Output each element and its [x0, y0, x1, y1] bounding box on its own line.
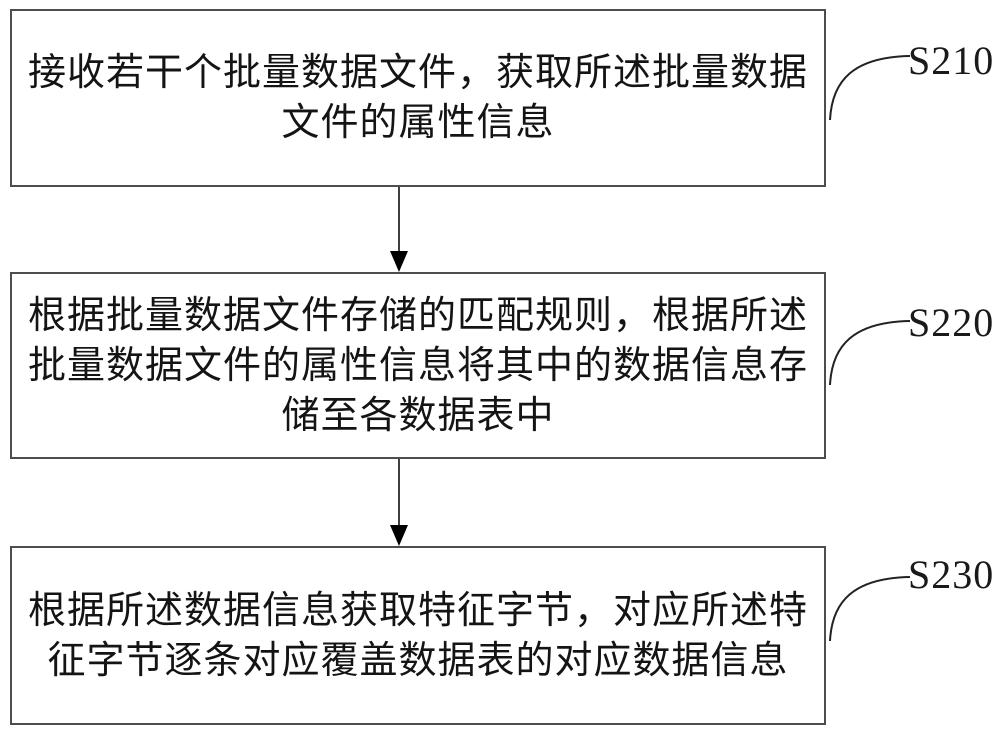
step-s220-text-line-1: 根据批量数据文件存储的匹配规则，根据所述	[28, 294, 808, 337]
leader-curve-s210	[829, 55, 911, 121]
down-arrow-2	[389, 459, 409, 546]
step-box-s230: 根据所述数据信息获取特征字节，对应所述特 征字节逐条对应覆盖数据表的对应数据信息	[10, 546, 826, 725]
arrow-stem	[398, 459, 400, 527]
step-label-s230: S230	[908, 552, 995, 597]
step-s230-text-line-1: 根据所述数据信息获取特征字节，对应所述特	[28, 589, 808, 632]
arrow-stem	[398, 187, 400, 253]
step-label-s220: S220	[908, 300, 995, 345]
leader-curve-s230	[829, 576, 911, 642]
step-box-s210: 接收若干个批量数据文件，获取所述批量数据 文件的属性信息	[10, 9, 826, 187]
down-arrow-1	[389, 187, 409, 272]
leader-curve-s220	[829, 320, 911, 386]
arrow-head-icon	[390, 251, 408, 272]
arrow-head-icon	[390, 525, 408, 546]
step-s220-text-line-3: 储至各数据表中	[281, 394, 555, 437]
step-s220-text-line-2: 批量数据文件的属性信息将其中的数据信息存	[28, 344, 808, 387]
step-s230-text-line-2: 征字节逐条对应覆盖数据表的对应数据信息	[47, 639, 789, 682]
step-box-s220: 根据批量数据文件存储的匹配规则，根据所述 批量数据文件的属性信息将其中的数据信息…	[10, 272, 826, 459]
step-label-s210: S210	[908, 38, 995, 83]
step-s210-text-line-2: 文件的属性信息	[281, 102, 555, 144]
step-s210-text-line-1: 接收若干个批量数据文件，获取所述批量数据	[28, 52, 808, 94]
